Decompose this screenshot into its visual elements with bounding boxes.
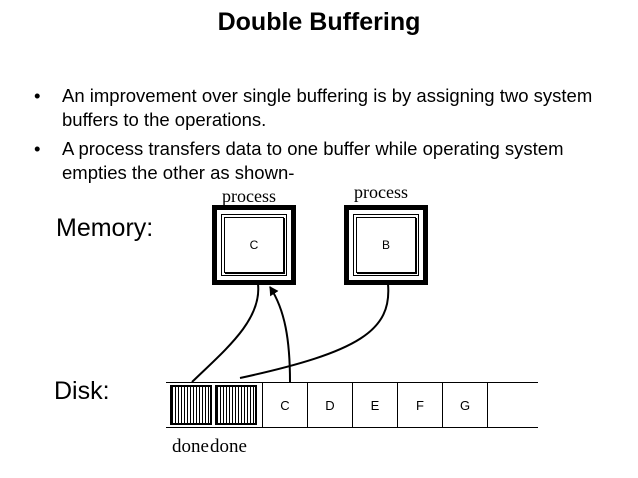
disk-label: Disk: bbox=[54, 377, 110, 405]
done-label-1: done bbox=[172, 436, 209, 457]
done-label-2: done bbox=[210, 436, 247, 457]
disk-block-g: G bbox=[442, 383, 487, 427]
arrow-buffer-b-to-disk bbox=[239, 283, 390, 379]
buffer-1-content: C bbox=[224, 217, 284, 273]
disk-block-done-2 bbox=[215, 385, 257, 425]
buffer-2-process-label: process bbox=[354, 182, 408, 202]
slide-title: Double Buffering bbox=[217, 8, 421, 36]
buffer-2-frame bbox=[353, 214, 419, 276]
bullet-item: • A process transfers data to one buffer … bbox=[30, 137, 620, 185]
disk-block-done-1 bbox=[170, 385, 212, 425]
bullet-text: A process transfers data to one buffer w… bbox=[62, 138, 564, 183]
arrow-buffer-c-to-disk bbox=[191, 283, 260, 383]
bullet-list: • An improvement over single buffering is… bbox=[30, 84, 620, 190]
buffer-1-process-label: process bbox=[222, 186, 276, 206]
bullet-item: • An improvement over single buffering is… bbox=[30, 84, 620, 132]
buffer-1-frame bbox=[221, 214, 287, 276]
buffer-2-content: B bbox=[356, 217, 416, 273]
arrow-disk-c-to-buffer bbox=[269, 286, 291, 383]
memory-buffer-1: C bbox=[212, 205, 296, 285]
memory-buffer-2: B bbox=[344, 205, 428, 285]
disk-block-d: D bbox=[307, 383, 352, 427]
disk-block-f: F bbox=[397, 383, 442, 427]
bullet-text: An improvement over single buffering is … bbox=[62, 85, 593, 130]
disk-block-empty bbox=[487, 383, 538, 427]
disk-block-c: C bbox=[262, 383, 307, 427]
bullet-dot-icon: • bbox=[34, 85, 41, 106]
bullet-dot-icon: • bbox=[34, 138, 41, 159]
disk-track: C D E F G bbox=[166, 382, 538, 428]
memory-label: Memory: bbox=[56, 214, 154, 242]
disk-block-e: E bbox=[352, 383, 397, 427]
